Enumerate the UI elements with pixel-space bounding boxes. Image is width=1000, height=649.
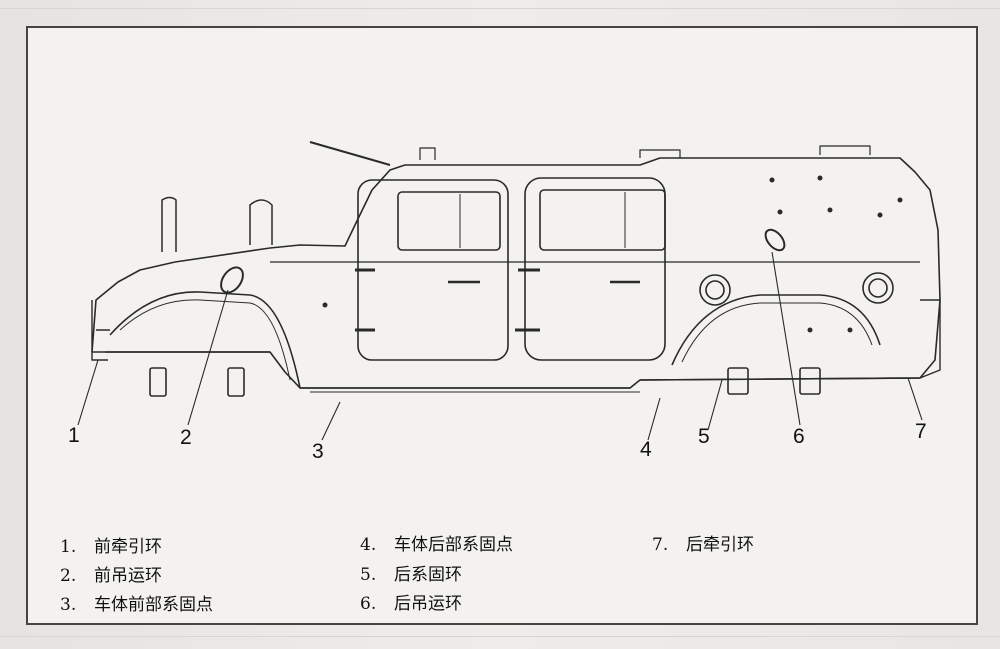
callout-2: 2 xyxy=(180,426,192,449)
diagram-frame xyxy=(26,26,978,625)
rear-seat-back xyxy=(161,196,177,252)
legend-label: 后吊运环 xyxy=(394,594,462,614)
callout-5: 5 xyxy=(698,425,710,448)
callout-7: 7 xyxy=(915,420,927,443)
legend-item-2: 2. 前吊运环 xyxy=(60,561,162,586)
legend-number: 1. xyxy=(60,537,77,557)
callout-4: 4 xyxy=(640,438,652,461)
legend-item-6: 6. 后吊运环 xyxy=(360,589,462,614)
rear-door xyxy=(524,177,666,361)
callout-6: 6 xyxy=(793,425,805,448)
legend-number: 2. xyxy=(60,566,77,586)
bleed-through-line xyxy=(0,636,1000,637)
front-lifting-eye xyxy=(220,266,244,294)
legend-label: 后系固环 xyxy=(394,565,462,585)
legend-label: 车体后部系固点 xyxy=(394,535,513,555)
front-wheel-arch xyxy=(109,291,301,389)
vehicle-hull xyxy=(91,157,941,389)
legend-item-1: 1. 前牵引环 xyxy=(60,532,162,557)
legend-item-3: 3. 车体前部系固点 xyxy=(60,590,213,615)
legend-number: 3. xyxy=(60,595,77,615)
rear-lifting-eye xyxy=(764,228,786,252)
legend-item-7: 7. 后牵引环 xyxy=(652,530,754,555)
legend-label: 车体前部系固点 xyxy=(94,595,213,615)
legend-item-4: 4. 车体后部系固点 xyxy=(360,530,513,555)
front-door xyxy=(357,179,509,361)
rear-wheel-arch xyxy=(671,294,881,366)
legend-label: 后牵引环 xyxy=(686,535,754,555)
legend-label: 前吊运环 xyxy=(94,566,162,586)
legend-number: 5. xyxy=(360,565,377,585)
legend-number: 4. xyxy=(360,535,377,555)
legend-number: 6. xyxy=(360,594,377,614)
callout-1: 1 xyxy=(68,424,80,447)
callout-3: 3 xyxy=(312,440,324,463)
bleed-through-line xyxy=(0,8,1000,9)
legend-item-5: 5. 后系固环 xyxy=(360,560,462,585)
legend-number: 7. xyxy=(652,535,669,555)
legend-label: 前牵引环 xyxy=(94,537,162,557)
